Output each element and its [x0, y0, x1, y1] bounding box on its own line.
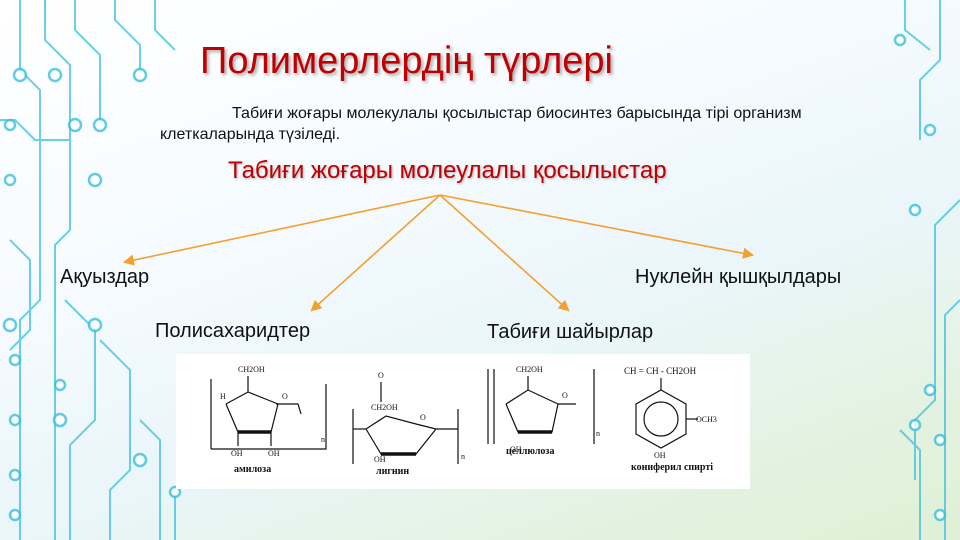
amylose-structure	[210, 376, 327, 450]
lignin-n: n	[461, 452, 465, 461]
category-nucleic-acids: Нуклейн қышқылдары	[635, 266, 842, 288]
lignin-oh: OH	[374, 455, 386, 464]
coniferyl-ring	[635, 378, 698, 449]
label-cellulose: целлюлоза	[506, 446, 554, 457]
subtitle: Табиғи жоғары молеулалы қосылыстар	[228, 157, 667, 184]
label-amylose: амилоза	[234, 464, 271, 475]
amylose-oh1: OH	[231, 449, 243, 458]
lignin-structure	[352, 382, 459, 464]
chemical-structures-figure: CH2OH O H OH OH n амилоза O CH2OH O OH n…	[176, 354, 750, 489]
amylose-ch2oh: CH2OH	[238, 365, 265, 374]
coniferyl-och3: OCH3	[696, 415, 717, 424]
cellulose-structure	[487, 369, 595, 444]
cellulose-oh: OH	[510, 445, 522, 454]
intro-text: Табиғи жоғары молекулалы қосылыстар биос…	[160, 105, 802, 143]
label-lignin: лигнин	[376, 466, 409, 477]
category-polysaccharides: Полисахаридтер	[155, 320, 311, 342]
slide-title: Полимерлердің түрлері	[200, 40, 613, 82]
category-proteins: Ақуыздар	[60, 266, 150, 288]
amylose-h1: H	[220, 392, 226, 401]
cellulose-ch2oh: CH2OH	[516, 365, 543, 374]
category-natural-resins: Табиғи шайырлар	[487, 321, 654, 343]
amylose-n: n	[321, 435, 325, 444]
lignin-o: O	[420, 413, 426, 422]
cellulose-n: n	[596, 429, 600, 438]
cellulose-o: O	[562, 391, 568, 400]
amylose-oh2: OH	[268, 449, 280, 458]
lignin-o-top: O	[378, 371, 384, 380]
coniferyl-side-chain: CH = CH - CH2OH	[624, 366, 697, 376]
amylose-o: O	[282, 392, 288, 401]
coniferyl-oh: OH	[654, 451, 666, 460]
label-coniferyl: кониферил спирті	[631, 462, 713, 473]
lignin-ch2: CH2OH	[371, 403, 398, 412]
